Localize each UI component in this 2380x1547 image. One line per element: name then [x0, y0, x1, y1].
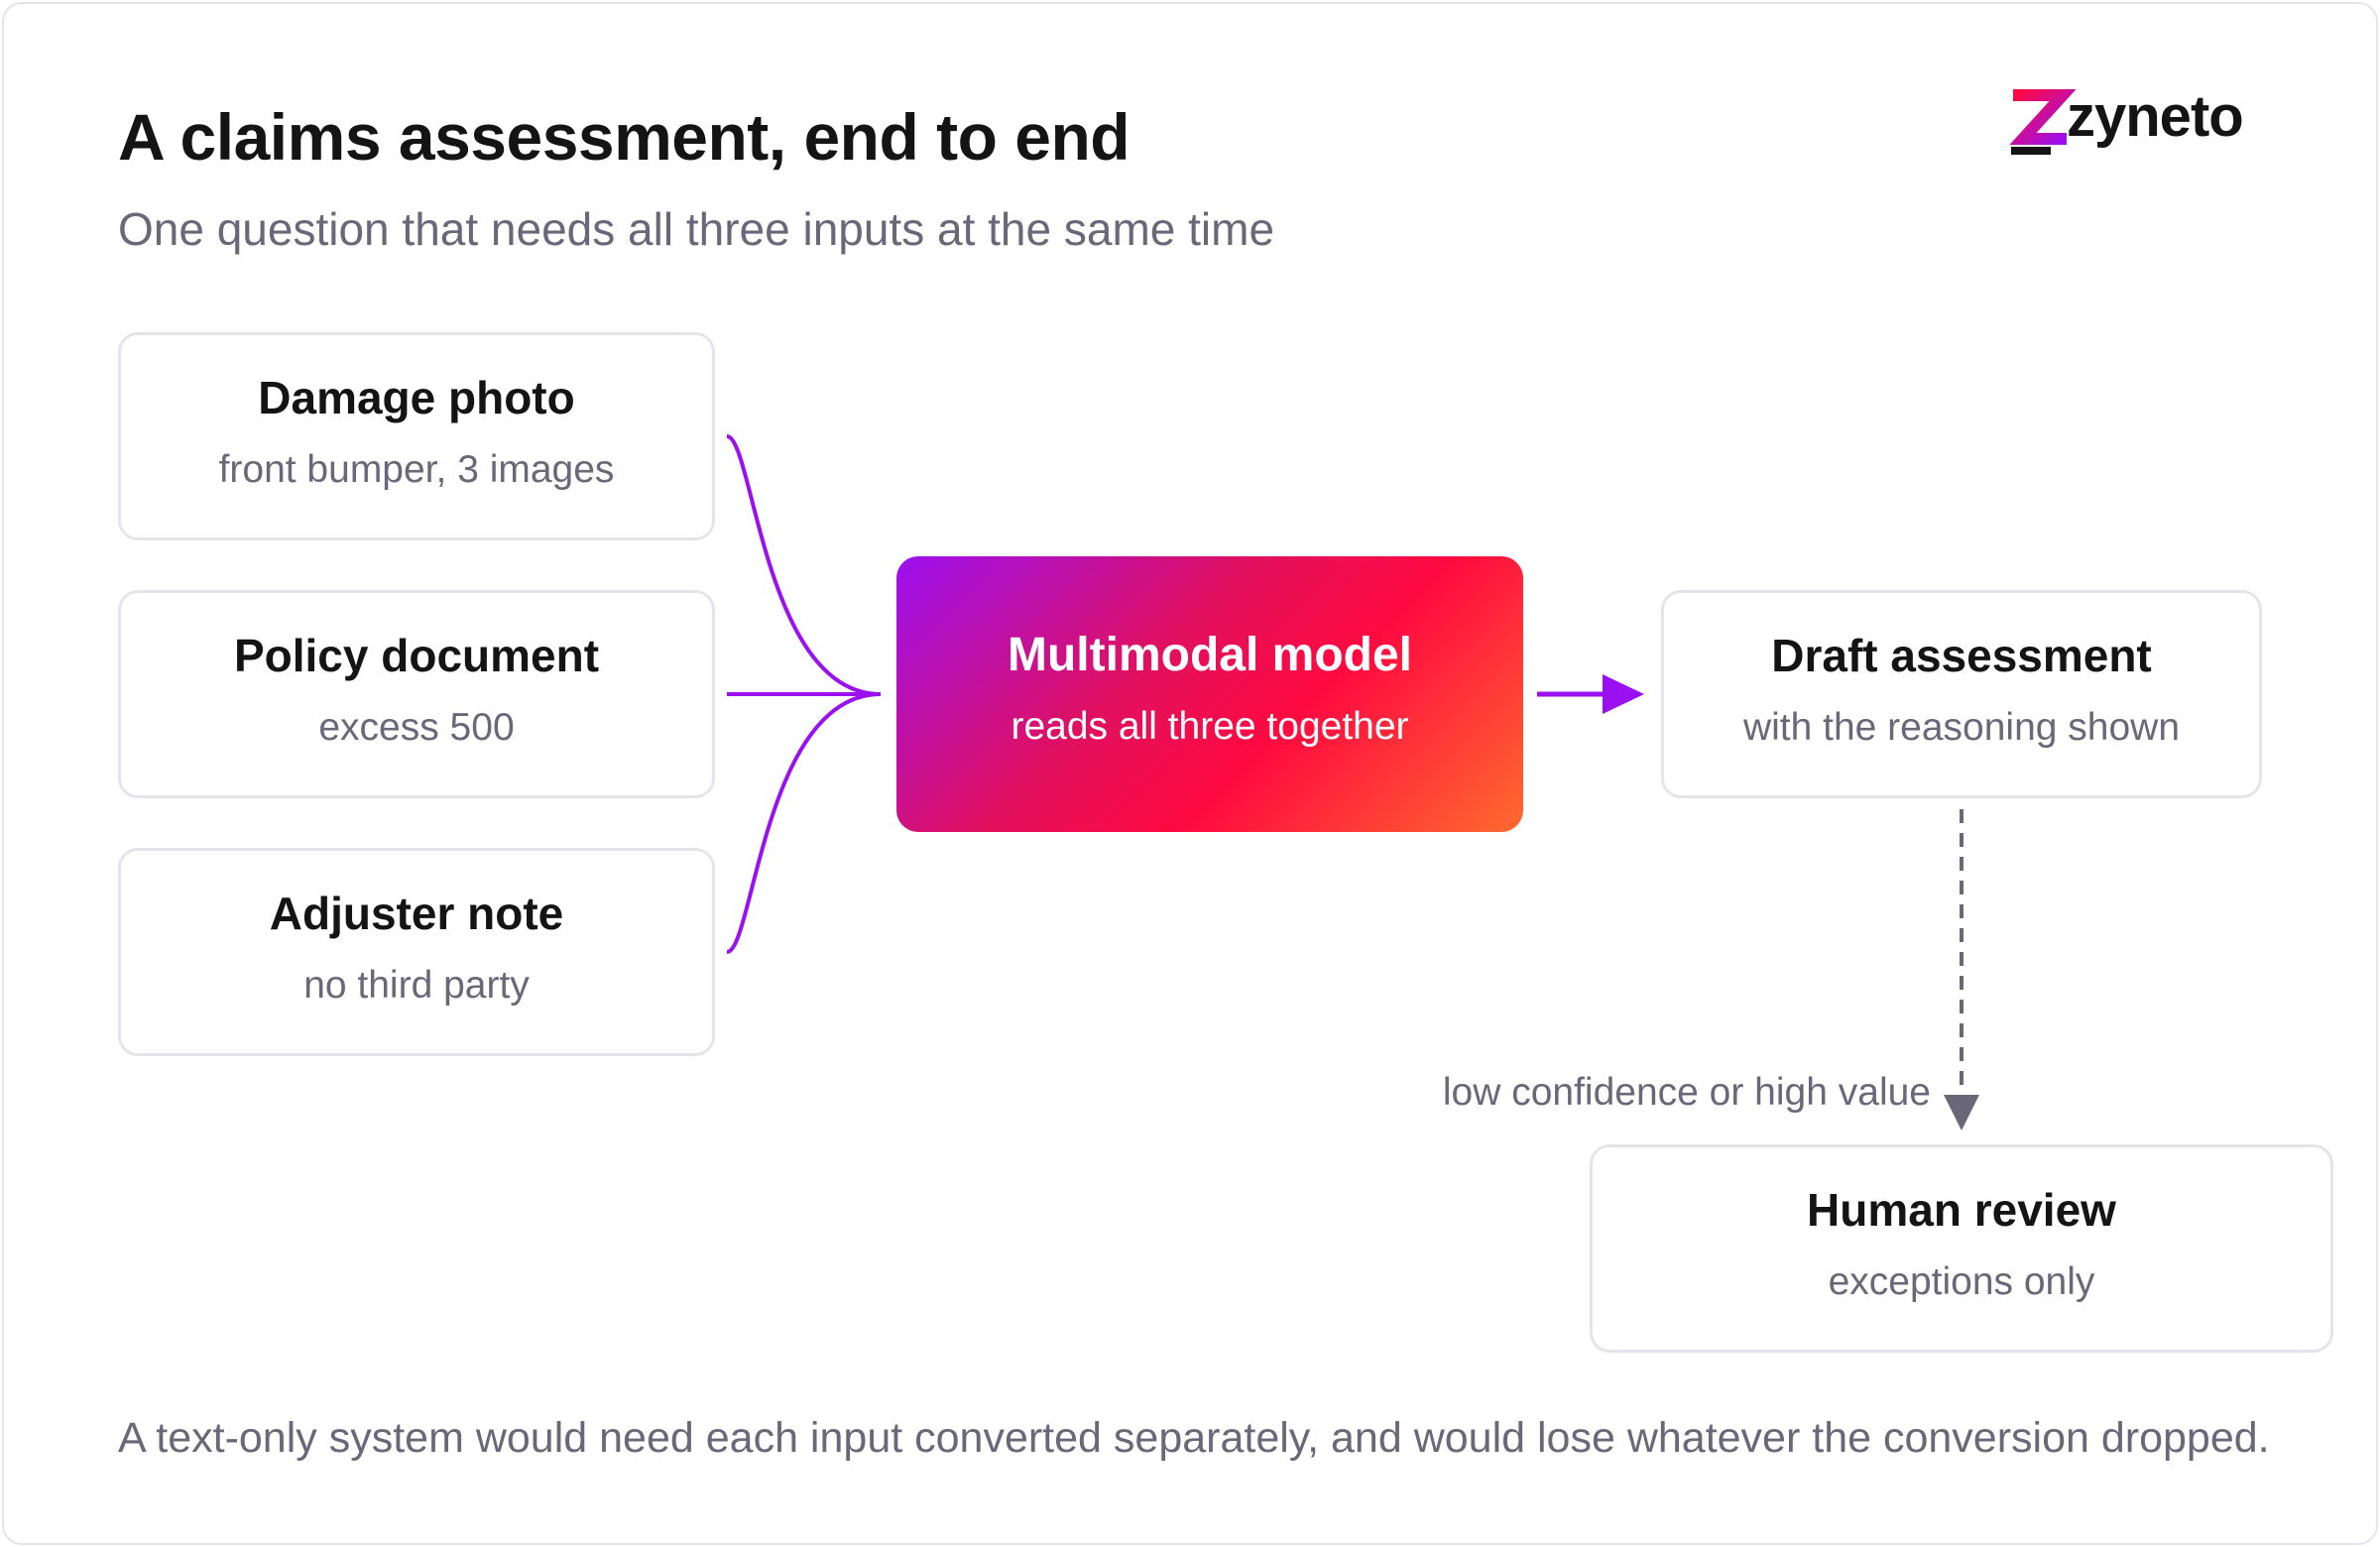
model-title: Multimodal model [1008, 629, 1412, 681]
input-title: Damage photo [258, 372, 575, 423]
input-detail: no third party [303, 964, 530, 1007]
input-detail: excess 500 [318, 706, 515, 749]
human-review-node: Human review exceptions only [1590, 1144, 2333, 1353]
logo-z-mark-icon [2009, 89, 2077, 155]
input-adjuster-note: Adjuster note no third party [118, 848, 715, 1056]
page-title: A claims assessment, end to end [118, 100, 1130, 174]
escalation-condition-label: low confidence or high value [1442, 1071, 1931, 1114]
input-policy-document: Policy document excess 500 [118, 590, 715, 798]
input-title: Adjuster note [269, 888, 564, 939]
edge-note-to-model [726, 692, 882, 954]
arrowhead-to-review-icon [1944, 1095, 1979, 1130]
multimodal-model-node: Multimodal model reads all three togethe… [896, 556, 1523, 832]
page-subtitle: One question that needs all three inputs… [118, 203, 1275, 255]
edge-photo-to-model [726, 434, 882, 696]
review-detail: exceptions only [1828, 1260, 2095, 1303]
input-detail: front bumper, 3 images [218, 448, 615, 491]
output-detail: with the reasoning shown [1742, 706, 2181, 749]
logo-wordmark: zyneto [2067, 84, 2244, 149]
output-title: Draft assessment [1771, 630, 2152, 681]
arrowhead-to-draft-icon [1603, 674, 1644, 714]
input-damage-photo: Damage photo front bumper, 3 images [118, 332, 715, 540]
model-detail: reads all three together [1011, 705, 1409, 748]
footer-note: A text-only system would need each input… [118, 1414, 2270, 1462]
draft-assessment-node: Draft assessment with the reasoning show… [1661, 590, 2262, 798]
brand-logo: zyneto [2009, 81, 2253, 163]
input-title: Policy document [233, 630, 600, 681]
review-title: Human review [1807, 1184, 2116, 1236]
